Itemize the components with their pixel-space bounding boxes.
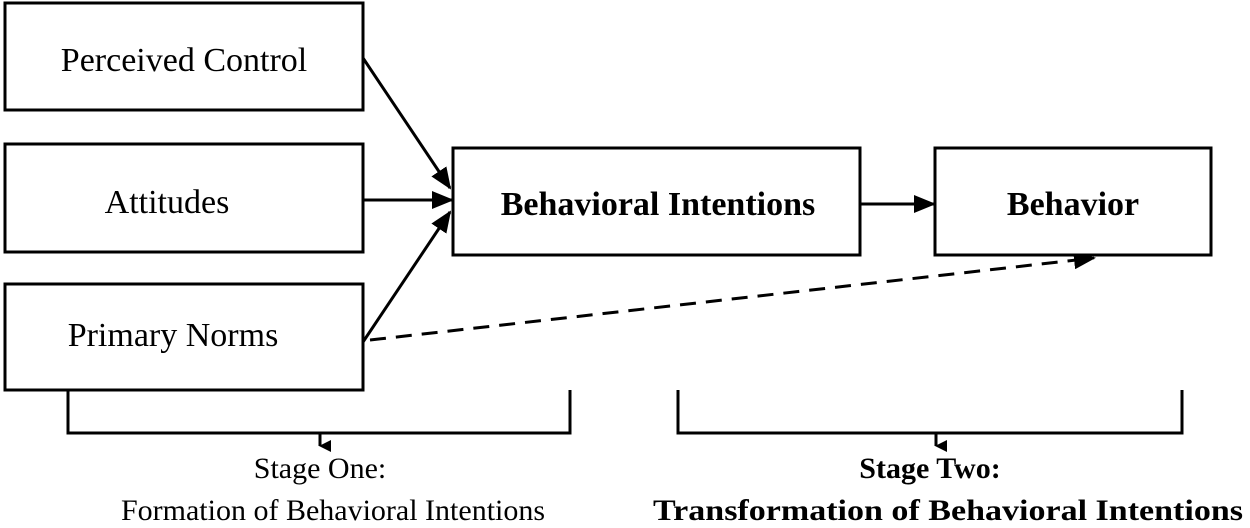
node-label: Perceived Control — [61, 42, 307, 79]
node-primary-norms: Primary Norms — [3, 282, 365, 392]
node-label: Attitudes — [105, 184, 230, 221]
edge-primary-norms-to-intentions — [361, 210, 452, 343]
stage-one-title: Stage One: — [254, 452, 386, 485]
node-label: Behavior — [1007, 186, 1139, 223]
node-label: Primary Norms — [68, 317, 279, 354]
edge-perceived-control-to-intentions — [361, 57, 452, 190]
node-behavioral-intentions: Behavioral Intentions — [451, 146, 862, 257]
node-attitudes: Attitudes — [3, 142, 365, 254]
stage-one-subtitle: Formation of Behavioral Intentions — [121, 494, 545, 527]
node-label: Behavioral Intentions — [501, 186, 816, 223]
node-behavior: Behavior — [933, 146, 1213, 257]
stage-two-title: Stage Two: — [859, 452, 1000, 485]
stage-one-bracket — [66, 390, 572, 452]
stage-two-subtitle: Transformation of Behavioral Intentions — [653, 494, 1243, 527]
stage-two-bracket — [676, 390, 1184, 452]
node-perceived-control: Perceived Control — [3, 1, 365, 112]
edge-primary-norms-to-behavior-dashed — [369, 251, 1096, 342]
